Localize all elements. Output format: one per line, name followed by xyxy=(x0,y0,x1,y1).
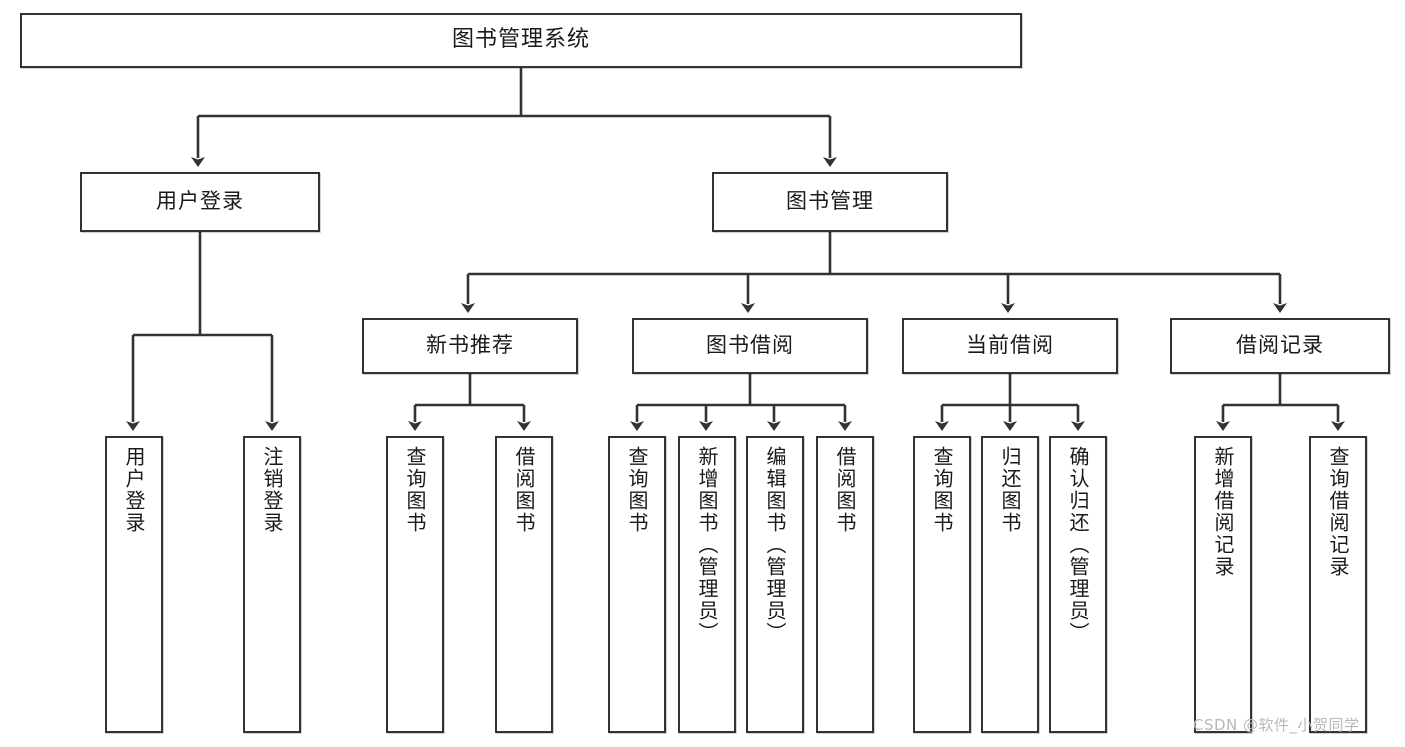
leaf-nb-query-book[interactable]: 查询图书 xyxy=(386,436,444,733)
node-book-management-label: 图书管理 xyxy=(786,189,874,214)
node-new-book-recommend[interactable]: 新书推荐 xyxy=(362,318,578,374)
watermark: CSDN @软件_小贺同学 xyxy=(1193,716,1360,734)
leaf-logout[interactable]: 注销登录 xyxy=(243,436,301,733)
leaf-br-query-record-label: 查询借阅记录 xyxy=(1326,446,1350,578)
node-root-label: 图书管理系统 xyxy=(451,27,590,53)
leaf-bb-query-book-label: 查询图书 xyxy=(625,446,649,534)
node-user-login-label: 用户登录 xyxy=(156,189,244,214)
leaf-bb-add-book[interactable]: 新增图书（管理员） xyxy=(678,436,736,733)
leaf-cb-confirm-return[interactable]: 确认归还（管理员） xyxy=(1049,436,1107,733)
leaf-bb-edit-book[interactable]: 编辑图书（管理员） xyxy=(746,436,804,733)
leaf-br-add-record-label: 新增借阅记录 xyxy=(1211,446,1235,578)
leaf-bb-borrow-book-label: 借阅图书 xyxy=(833,446,857,534)
leaf-br-add-record[interactable]: 新增借阅记录 xyxy=(1194,436,1252,733)
node-new-book-recommend-label: 新书推荐 xyxy=(426,333,514,358)
leaf-cb-confirm-return-label: 确认归还（管理员） xyxy=(1066,446,1090,644)
leaf-user-login[interactable]: 用户登录 xyxy=(105,436,163,733)
leaf-cb-query-book[interactable]: 查询图书 xyxy=(913,436,971,733)
node-user-login[interactable]: 用户登录 xyxy=(80,172,320,232)
leaf-cb-return-book[interactable]: 归还图书 xyxy=(981,436,1039,733)
leaf-bb-borrow-book[interactable]: 借阅图书 xyxy=(816,436,874,733)
node-book-management[interactable]: 图书管理 xyxy=(712,172,948,232)
leaf-cb-return-book-label: 归还图书 xyxy=(998,446,1022,534)
node-root[interactable]: 图书管理系统 xyxy=(20,13,1022,68)
leaf-nb-borrow-book[interactable]: 借阅图书 xyxy=(495,436,553,733)
leaf-cb-query-book-label: 查询图书 xyxy=(930,446,954,534)
leaf-nb-query-book-label: 查询图书 xyxy=(403,446,427,534)
node-borrow-records[interactable]: 借阅记录 xyxy=(1170,318,1390,374)
node-current-borrow-label: 当前借阅 xyxy=(966,333,1054,358)
node-borrow-records-label: 借阅记录 xyxy=(1236,333,1324,358)
node-book-borrow[interactable]: 图书借阅 xyxy=(632,318,868,374)
leaf-bb-add-book-label: 新增图书（管理员） xyxy=(695,446,719,644)
leaf-bb-edit-book-label: 编辑图书（管理员） xyxy=(763,446,787,644)
leaf-nb-borrow-book-label: 借阅图书 xyxy=(512,446,536,534)
leaf-user-login-label: 用户登录 xyxy=(122,446,146,534)
leaf-bb-query-book[interactable]: 查询图书 xyxy=(608,436,666,733)
node-book-borrow-label: 图书借阅 xyxy=(706,333,794,358)
leaf-logout-label: 注销登录 xyxy=(260,446,284,534)
node-current-borrow[interactable]: 当前借阅 xyxy=(902,318,1118,374)
leaf-br-query-record[interactable]: 查询借阅记录 xyxy=(1309,436,1367,733)
